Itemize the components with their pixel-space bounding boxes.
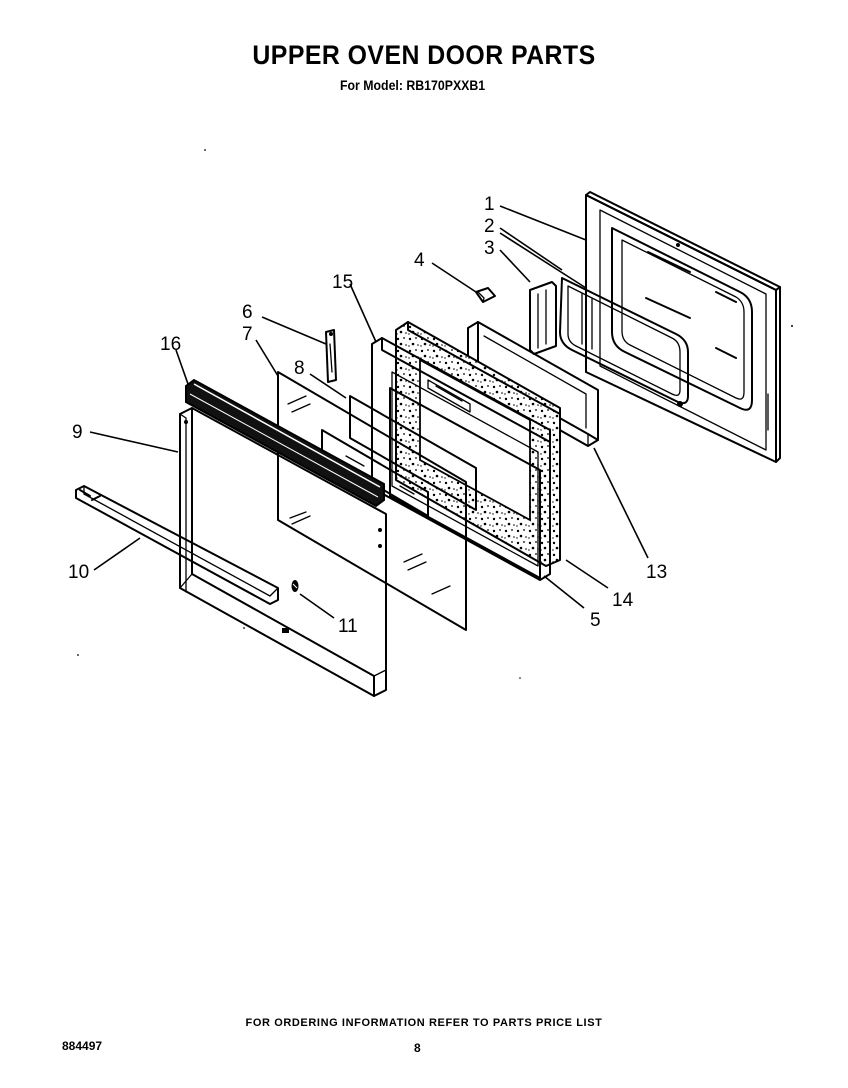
callout-14: 14 xyxy=(612,590,634,611)
part-11-screw xyxy=(291,580,299,592)
callout-4: 4 xyxy=(414,250,425,271)
callout-9: 9 xyxy=(72,422,83,443)
part-1-inner-door-panel xyxy=(585,191,781,463)
callout-1: 1 xyxy=(484,194,495,215)
scan-specks xyxy=(77,149,793,679)
page-title: UPPER OVEN DOOR PARTS xyxy=(252,40,596,70)
callout-11: 11 xyxy=(338,616,358,637)
callout-13: 13 xyxy=(646,562,667,583)
part-10-door-handle xyxy=(75,485,279,605)
part-14-insulation xyxy=(395,321,561,567)
part-2-gasket xyxy=(559,277,689,405)
callout-10: 10 xyxy=(68,562,89,583)
leader-lines xyxy=(89,205,649,619)
document-number: 884497 xyxy=(62,1039,103,1053)
callout-16: 16 xyxy=(160,334,181,355)
part-15-vent-panel xyxy=(371,337,551,581)
callout-15: 15 xyxy=(332,272,353,293)
callout-5: 5 xyxy=(590,610,601,631)
callout-6: 6 xyxy=(242,302,253,323)
part-9-door-frame xyxy=(179,407,387,697)
part-6-hinge-pin xyxy=(325,329,337,383)
model-subtitle: For Model: RB170PXXB1 xyxy=(340,77,486,93)
part-3-bracket xyxy=(529,281,557,355)
callout-2: 2 xyxy=(484,216,495,237)
callout-8: 8 xyxy=(294,358,305,379)
part-16-trim-strip xyxy=(185,378,385,508)
part-8-glass-assembly xyxy=(321,395,477,517)
part-7-outer-glass xyxy=(277,371,467,631)
ordering-note: FOR ORDERING INFORMATION REFER TO PARTS … xyxy=(245,1017,603,1029)
callout-7: 7 xyxy=(242,324,253,345)
part-4-clip xyxy=(475,287,496,303)
page-number: 8 xyxy=(414,1041,421,1055)
callout-3: 3 xyxy=(484,238,495,259)
